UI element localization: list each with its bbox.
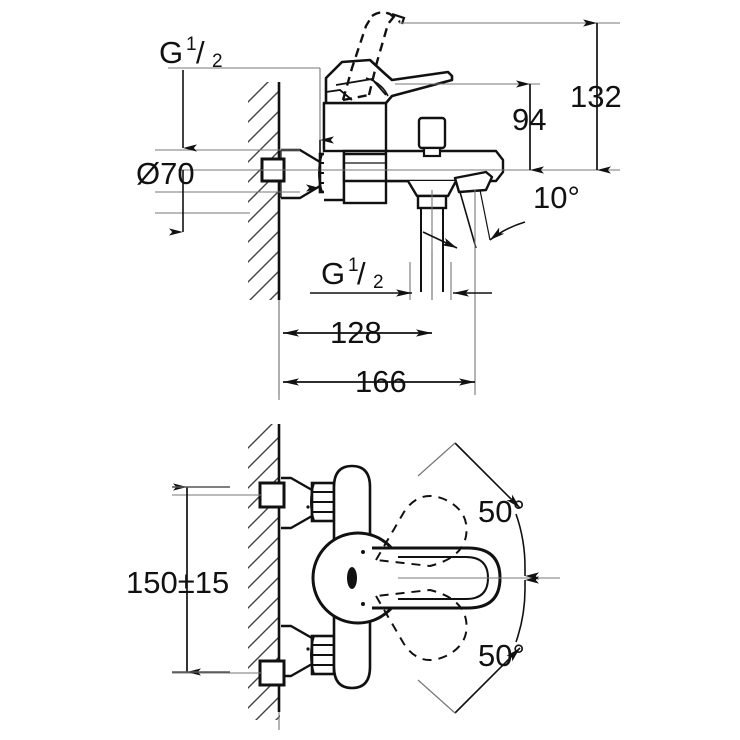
lever-pivot-slot <box>347 567 357 589</box>
label-g-half-top-denominator: 2 <box>212 51 223 72</box>
wall-inlet-lower-plan <box>258 659 286 687</box>
dim-g-half-top <box>168 67 334 192</box>
label-94: 94 <box>512 102 546 137</box>
dim-50-degree-lower <box>417 576 539 714</box>
label-g-half-top-g: G <box>159 35 183 70</box>
label-g-half-outlet-slash: / <box>357 256 366 291</box>
label-g-half-top-slash: / <box>196 35 205 70</box>
label-166: 166 <box>355 364 407 399</box>
label-g-half-outlet-denominator: 2 <box>373 272 384 293</box>
label-diameter-70: Ø70 <box>136 156 195 191</box>
angled-outlet-nose <box>453 170 494 194</box>
dim-50-degree-upper <box>417 442 539 580</box>
lever-raised-tip <box>391 12 406 25</box>
diverter-knob-top <box>417 116 447 158</box>
wall-hatching-top <box>248 82 280 300</box>
lever-handle-top <box>324 58 454 105</box>
escutcheon-upper-plan <box>281 476 314 530</box>
plan-view <box>172 424 560 730</box>
union-nut-upper-plan <box>310 481 336 523</box>
label-128: 128 <box>330 315 382 350</box>
escutcheon-top <box>281 148 322 200</box>
label-150-tolerance: 150±15 <box>126 565 229 600</box>
dim-150-tolerance <box>172 483 230 676</box>
label-g-half-outlet-g: G <box>321 256 345 291</box>
label-g-half-outlet: G 1 / 2 <box>321 255 384 293</box>
label-10-degree: 10° <box>533 180 580 215</box>
label-g-half-outlet-numerator: 1 <box>348 255 359 276</box>
side-elevation-view <box>155 11 620 400</box>
dim-10-degree-leader <box>422 221 526 249</box>
label-50-degree-upper: 50° <box>478 494 525 529</box>
lever-handle-raised-dashed <box>341 11 401 102</box>
wall-hatching-bottom <box>248 424 280 720</box>
wall-inlet-upper-plan <box>258 481 286 509</box>
label-50-degree-lower: 50° <box>478 638 525 673</box>
union-nut-lower-plan <box>310 634 336 676</box>
label-132: 132 <box>570 79 622 114</box>
label-g-half-top: G 1 / 2 <box>159 34 223 72</box>
escutcheon-lower-plan <box>281 624 314 678</box>
label-g-half-top-numerator: 1 <box>186 34 197 55</box>
